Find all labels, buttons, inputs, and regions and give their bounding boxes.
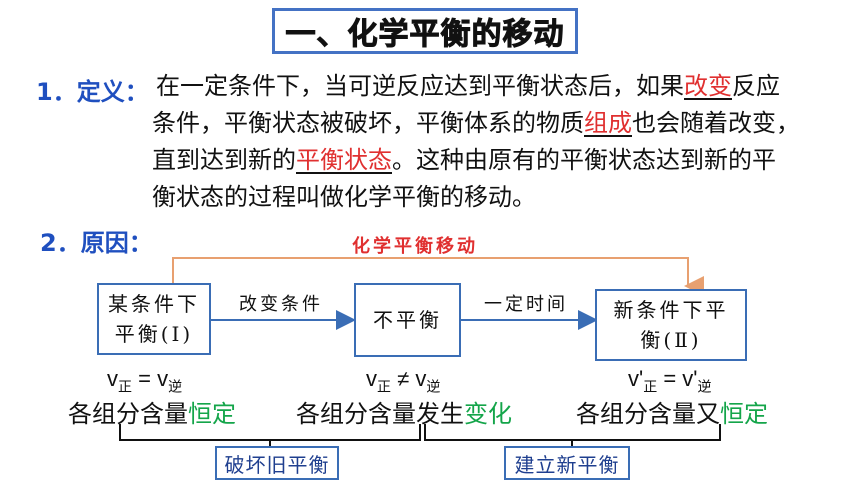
state-box-unbalanced: 不平衡 bbox=[354, 283, 461, 357]
definition-text: 条件，平衡状态被破坏，平衡体系的物质 bbox=[152, 109, 584, 137]
definition-line-4: 衡状态的过程叫做化学平衡的移动。 bbox=[152, 183, 536, 211]
arrow-label-change: 改变条件 bbox=[239, 294, 323, 315]
definition-line-3: 直到达到新的平衡状态。这种由原有的平衡状态达到新的平 bbox=[152, 142, 776, 179]
rate-equation-3: v'正 = v'逆 bbox=[628, 366, 712, 395]
definition-text: 。这种由原有的平衡状态达到新的平 bbox=[392, 146, 776, 174]
definition-text: 在一定条件下，当可逆反应达到平衡状态后，如果 bbox=[156, 72, 684, 100]
top-arrow bbox=[172, 257, 704, 296]
reason-label: 2．原因： bbox=[40, 229, 153, 257]
box-text: 衡(Ⅱ) bbox=[640, 328, 702, 352]
box-text: 不平衡 bbox=[373, 308, 442, 332]
state-box-original: 某条件下 平衡(Ⅰ) bbox=[97, 283, 211, 355]
rate-equation-2: v正 ≠ v逆 bbox=[366, 366, 441, 395]
box-text: 新条件下平 bbox=[613, 298, 729, 322]
rate-equation-1: v正 = v逆 bbox=[107, 366, 183, 395]
box-text: 某条件下 bbox=[108, 292, 200, 316]
definition-line-1: 在一定条件下，当可逆反应达到平衡状态后，如果改变反应 bbox=[156, 68, 780, 105]
title-box: 一、化学平衡的移动 bbox=[272, 8, 578, 54]
blank-answer: 改变 bbox=[684, 72, 732, 100]
content-statement-1: 各组分含量恒定 bbox=[68, 400, 236, 428]
definition-text: 也会随着改变， bbox=[632, 109, 800, 137]
arrow-label-time: 一定时间 bbox=[484, 294, 568, 315]
definition-text: 反应 bbox=[732, 72, 780, 100]
content-statement-2: 各组分含量发生变化 bbox=[296, 400, 512, 428]
blank-answer: 平衡状态 bbox=[296, 146, 392, 174]
blank-answer: 组成 bbox=[584, 109, 632, 137]
process-box-build-new: 建立新平衡 bbox=[504, 446, 630, 480]
definition-line-2: 条件，平衡状态被破坏，平衡体系的物质组成也会随着改变， bbox=[152, 105, 800, 142]
content-statement-3: 各组分含量又恒定 bbox=[576, 400, 768, 428]
top-arrow-label: 化学平衡移动 bbox=[352, 236, 478, 257]
definition-text: 直到达到新的 bbox=[152, 146, 296, 174]
box-text: 平衡(Ⅰ) bbox=[114, 322, 194, 346]
process-box-break-old: 破坏旧平衡 bbox=[215, 446, 339, 480]
definition-label: 1．定义： bbox=[36, 78, 149, 106]
page-title: 一、化学平衡的移动 bbox=[285, 17, 565, 53]
state-box-new: 新条件下平 衡(Ⅱ) bbox=[595, 289, 747, 361]
